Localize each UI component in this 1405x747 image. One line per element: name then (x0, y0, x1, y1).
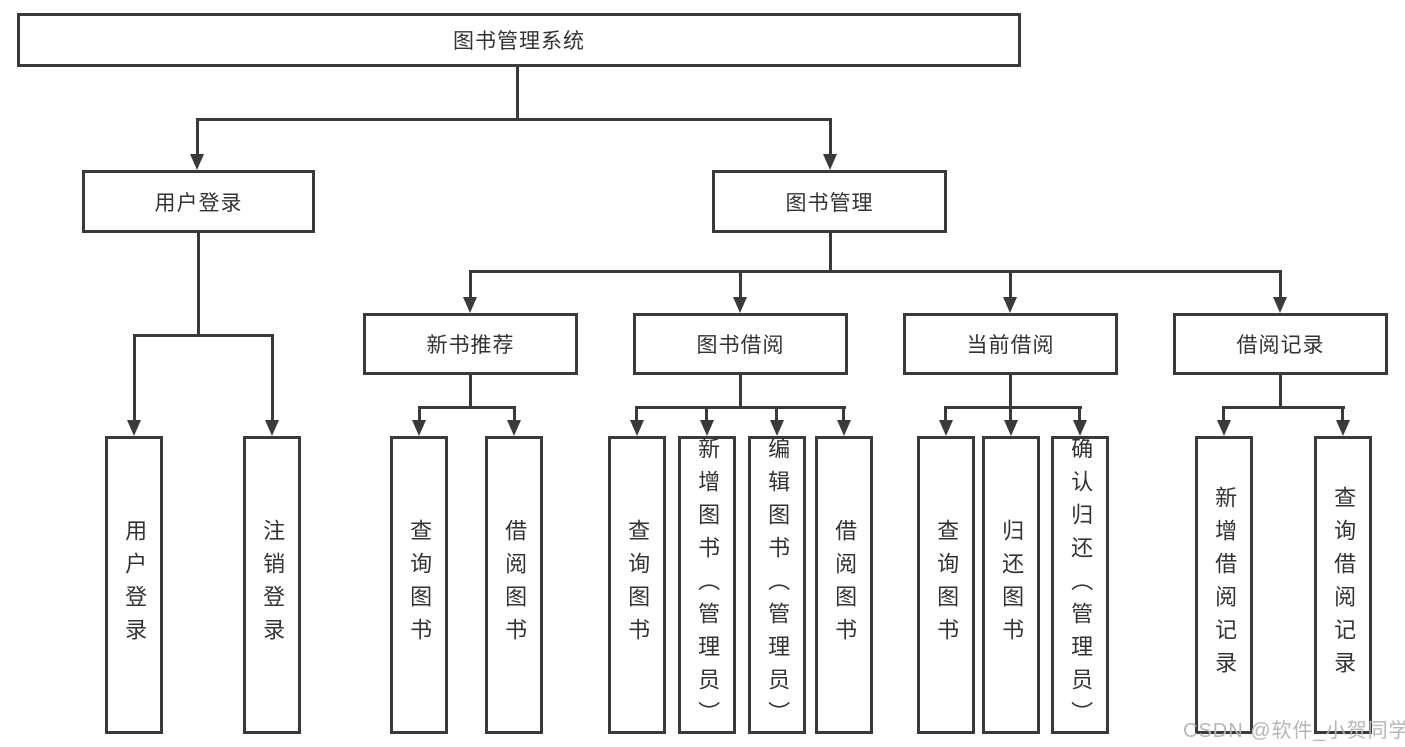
arrow-down-icon (507, 420, 521, 436)
connector-line (739, 375, 742, 408)
node-library-management-system: 图书管理系统 (17, 13, 1021, 67)
leaf-label: 查询借阅记录 (1331, 486, 1357, 684)
arrow-down-icon (939, 420, 953, 436)
connector-line (944, 406, 947, 422)
connector-line (635, 406, 638, 422)
connector-line (516, 67, 519, 118)
arrow-down-icon (823, 154, 837, 170)
connector-line (133, 334, 136, 422)
leaf-edit-book-admin: 编辑图书（管理员） (748, 436, 806, 734)
leaf-label: 新增借阅记录 (1212, 486, 1238, 684)
connector-line (1009, 375, 1012, 408)
connector-line (196, 118, 199, 156)
arrow-down-icon (412, 420, 426, 436)
connector-line (829, 233, 832, 272)
leaf-label: 查询图书 (407, 519, 433, 651)
leaf-borrow-books: 借阅图书 (815, 436, 873, 734)
connector-line (469, 270, 1282, 273)
connector-line (1279, 270, 1282, 299)
connector-line (197, 233, 200, 336)
connector-line (739, 270, 742, 299)
arrow-down-icon (190, 154, 204, 170)
connector-line (418, 406, 516, 409)
connector-line (271, 334, 274, 422)
arrow-down-icon (1217, 420, 1231, 436)
leaf-confirm-return-admin: 确认归还（管理员） (1051, 436, 1109, 734)
arrow-down-icon (770, 420, 784, 436)
connector-line (1009, 270, 1012, 299)
leaf-add-borrow-record: 新增借阅记录 (1195, 436, 1253, 734)
connector-line (1279, 375, 1282, 408)
arrow-down-icon (1073, 420, 1087, 436)
connector-line (944, 406, 1082, 409)
leaf-label: 借阅图书 (502, 519, 528, 651)
leaf-borrow-books-recommend: 借阅图书 (485, 436, 543, 734)
node-book-management: 图书管理 (712, 170, 947, 233)
leaf-label: 注销登录 (260, 519, 286, 651)
connector-line (469, 375, 472, 408)
leaf-logout: 注销登录 (243, 436, 301, 734)
leaf-return-book: 归还图书 (982, 436, 1040, 734)
arrow-down-icon (1336, 420, 1350, 436)
connector-line (1222, 406, 1225, 422)
leaf-label: 查询图书 (934, 519, 960, 651)
node-current-borrowing: 当前借阅 (903, 313, 1118, 375)
leaf-label: 用户登录 (122, 519, 148, 651)
arrow-down-icon (837, 420, 851, 436)
leaf-label: 确认归还（管理员） (1068, 436, 1094, 734)
arrow-down-icon (1273, 297, 1287, 313)
arrow-down-icon (463, 297, 477, 313)
arrow-down-icon (1003, 297, 1017, 313)
connector-line (469, 270, 472, 299)
arrow-down-icon (265, 420, 279, 436)
connector-line (635, 406, 846, 409)
connector-line (133, 334, 274, 337)
connector-line (196, 118, 832, 121)
connector-line (1222, 406, 1345, 409)
node-user-login: 用户登录 (82, 170, 315, 233)
arrow-down-icon (733, 297, 747, 313)
leaf-label: 新增图书（管理员） (695, 436, 721, 734)
connector-line (842, 406, 845, 422)
leaf-label: 查询图书 (625, 519, 651, 651)
leaf-query-books-borrow: 查询图书 (608, 436, 666, 734)
leaf-label: 编辑图书（管理员） (765, 436, 791, 734)
node-borrowing-records: 借阅记录 (1173, 313, 1388, 375)
node-book-borrowing: 图书借阅 (633, 313, 848, 375)
connector-line (829, 118, 832, 156)
connector-line (1009, 406, 1012, 422)
connector-line (775, 406, 778, 422)
arrow-down-icon (1004, 420, 1018, 436)
arrow-down-icon (127, 420, 141, 436)
leaf-label: 借阅图书 (832, 519, 858, 651)
arrow-down-icon (700, 420, 714, 436)
leaf-query-books-current: 查询图书 (917, 436, 975, 734)
connector-line (705, 406, 708, 422)
csdn-watermark: CSDN @软件_小贺同学 (1183, 720, 1405, 742)
leaf-query-books-recommend: 查询图书 (390, 436, 448, 734)
leaf-label: 归还图书 (999, 519, 1025, 651)
connector-line (418, 406, 421, 422)
leaf-query-borrow-record: 查询借阅记录 (1314, 436, 1372, 734)
connector-line (1341, 406, 1344, 422)
connector-line (513, 406, 516, 422)
connector-line (1078, 406, 1081, 422)
arrow-down-icon (630, 420, 644, 436)
leaf-user-login: 用户登录 (105, 436, 163, 734)
leaf-add-book-admin: 新增图书（管理员） (678, 436, 736, 734)
node-new-book-recommendation: 新书推荐 (363, 313, 578, 375)
